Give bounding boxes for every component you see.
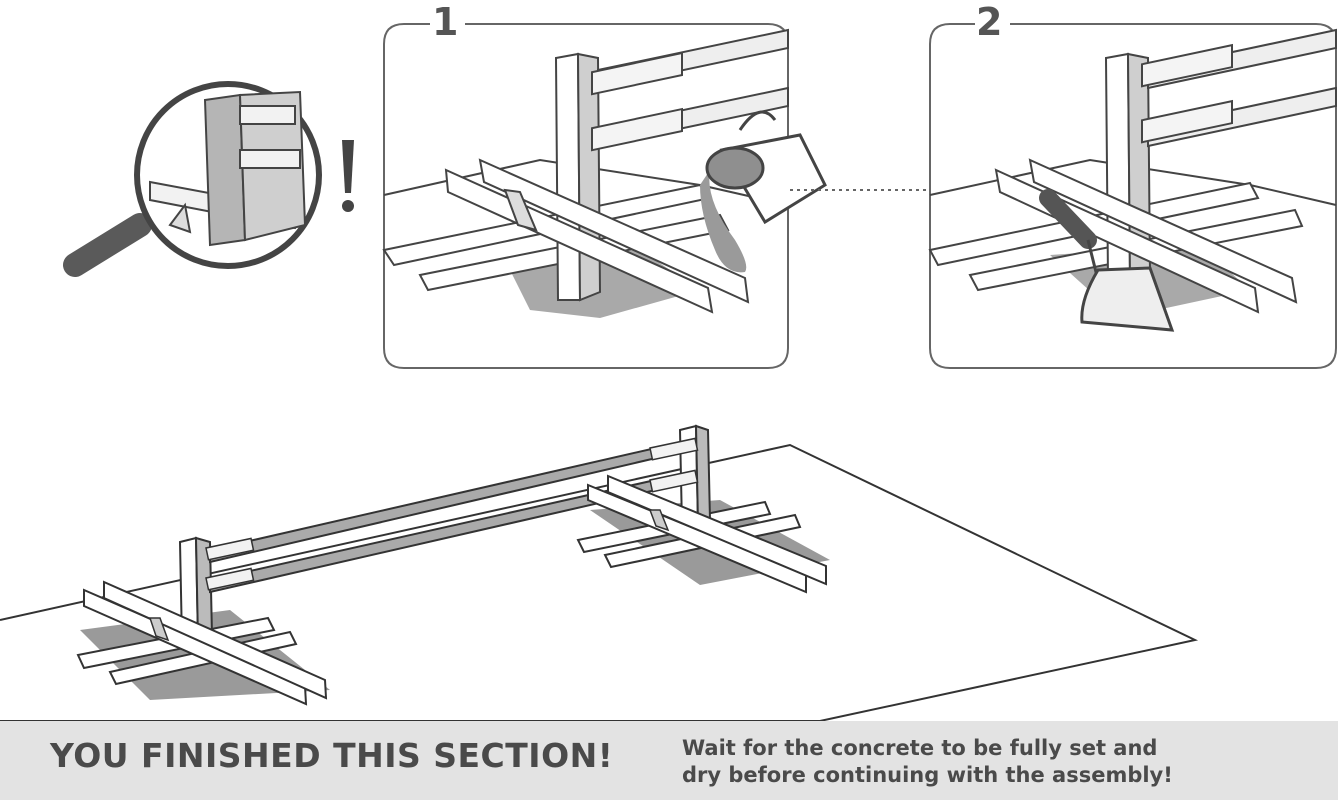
- magnifier-post-detail: [149, 90, 307, 247]
- step-1-panel: [382, 23, 827, 369]
- section-finished-headline: YOU FINISHED THIS SECTION!: [50, 736, 614, 775]
- step-1-number: 1: [432, 0, 459, 44]
- footer-banner: [0, 721, 1338, 800]
- step-2-number: 2: [976, 0, 1003, 44]
- step-2-panel: [928, 23, 1337, 369]
- concrete-drying-note: Wait for the concrete to be fully set an…: [682, 735, 1173, 789]
- trowel-icon: [1039, 189, 1175, 332]
- finished-fence-overview: [0, 424, 1199, 722]
- warning-exclamation-icon: [342, 140, 354, 212]
- magnifier-icon: [63, 81, 322, 277]
- note-line-2: dry before continuing with the assembly!: [682, 763, 1173, 787]
- note-line-1: Wait for the concrete to be fully set an…: [682, 736, 1158, 760]
- bucket-icon: [700, 110, 827, 273]
